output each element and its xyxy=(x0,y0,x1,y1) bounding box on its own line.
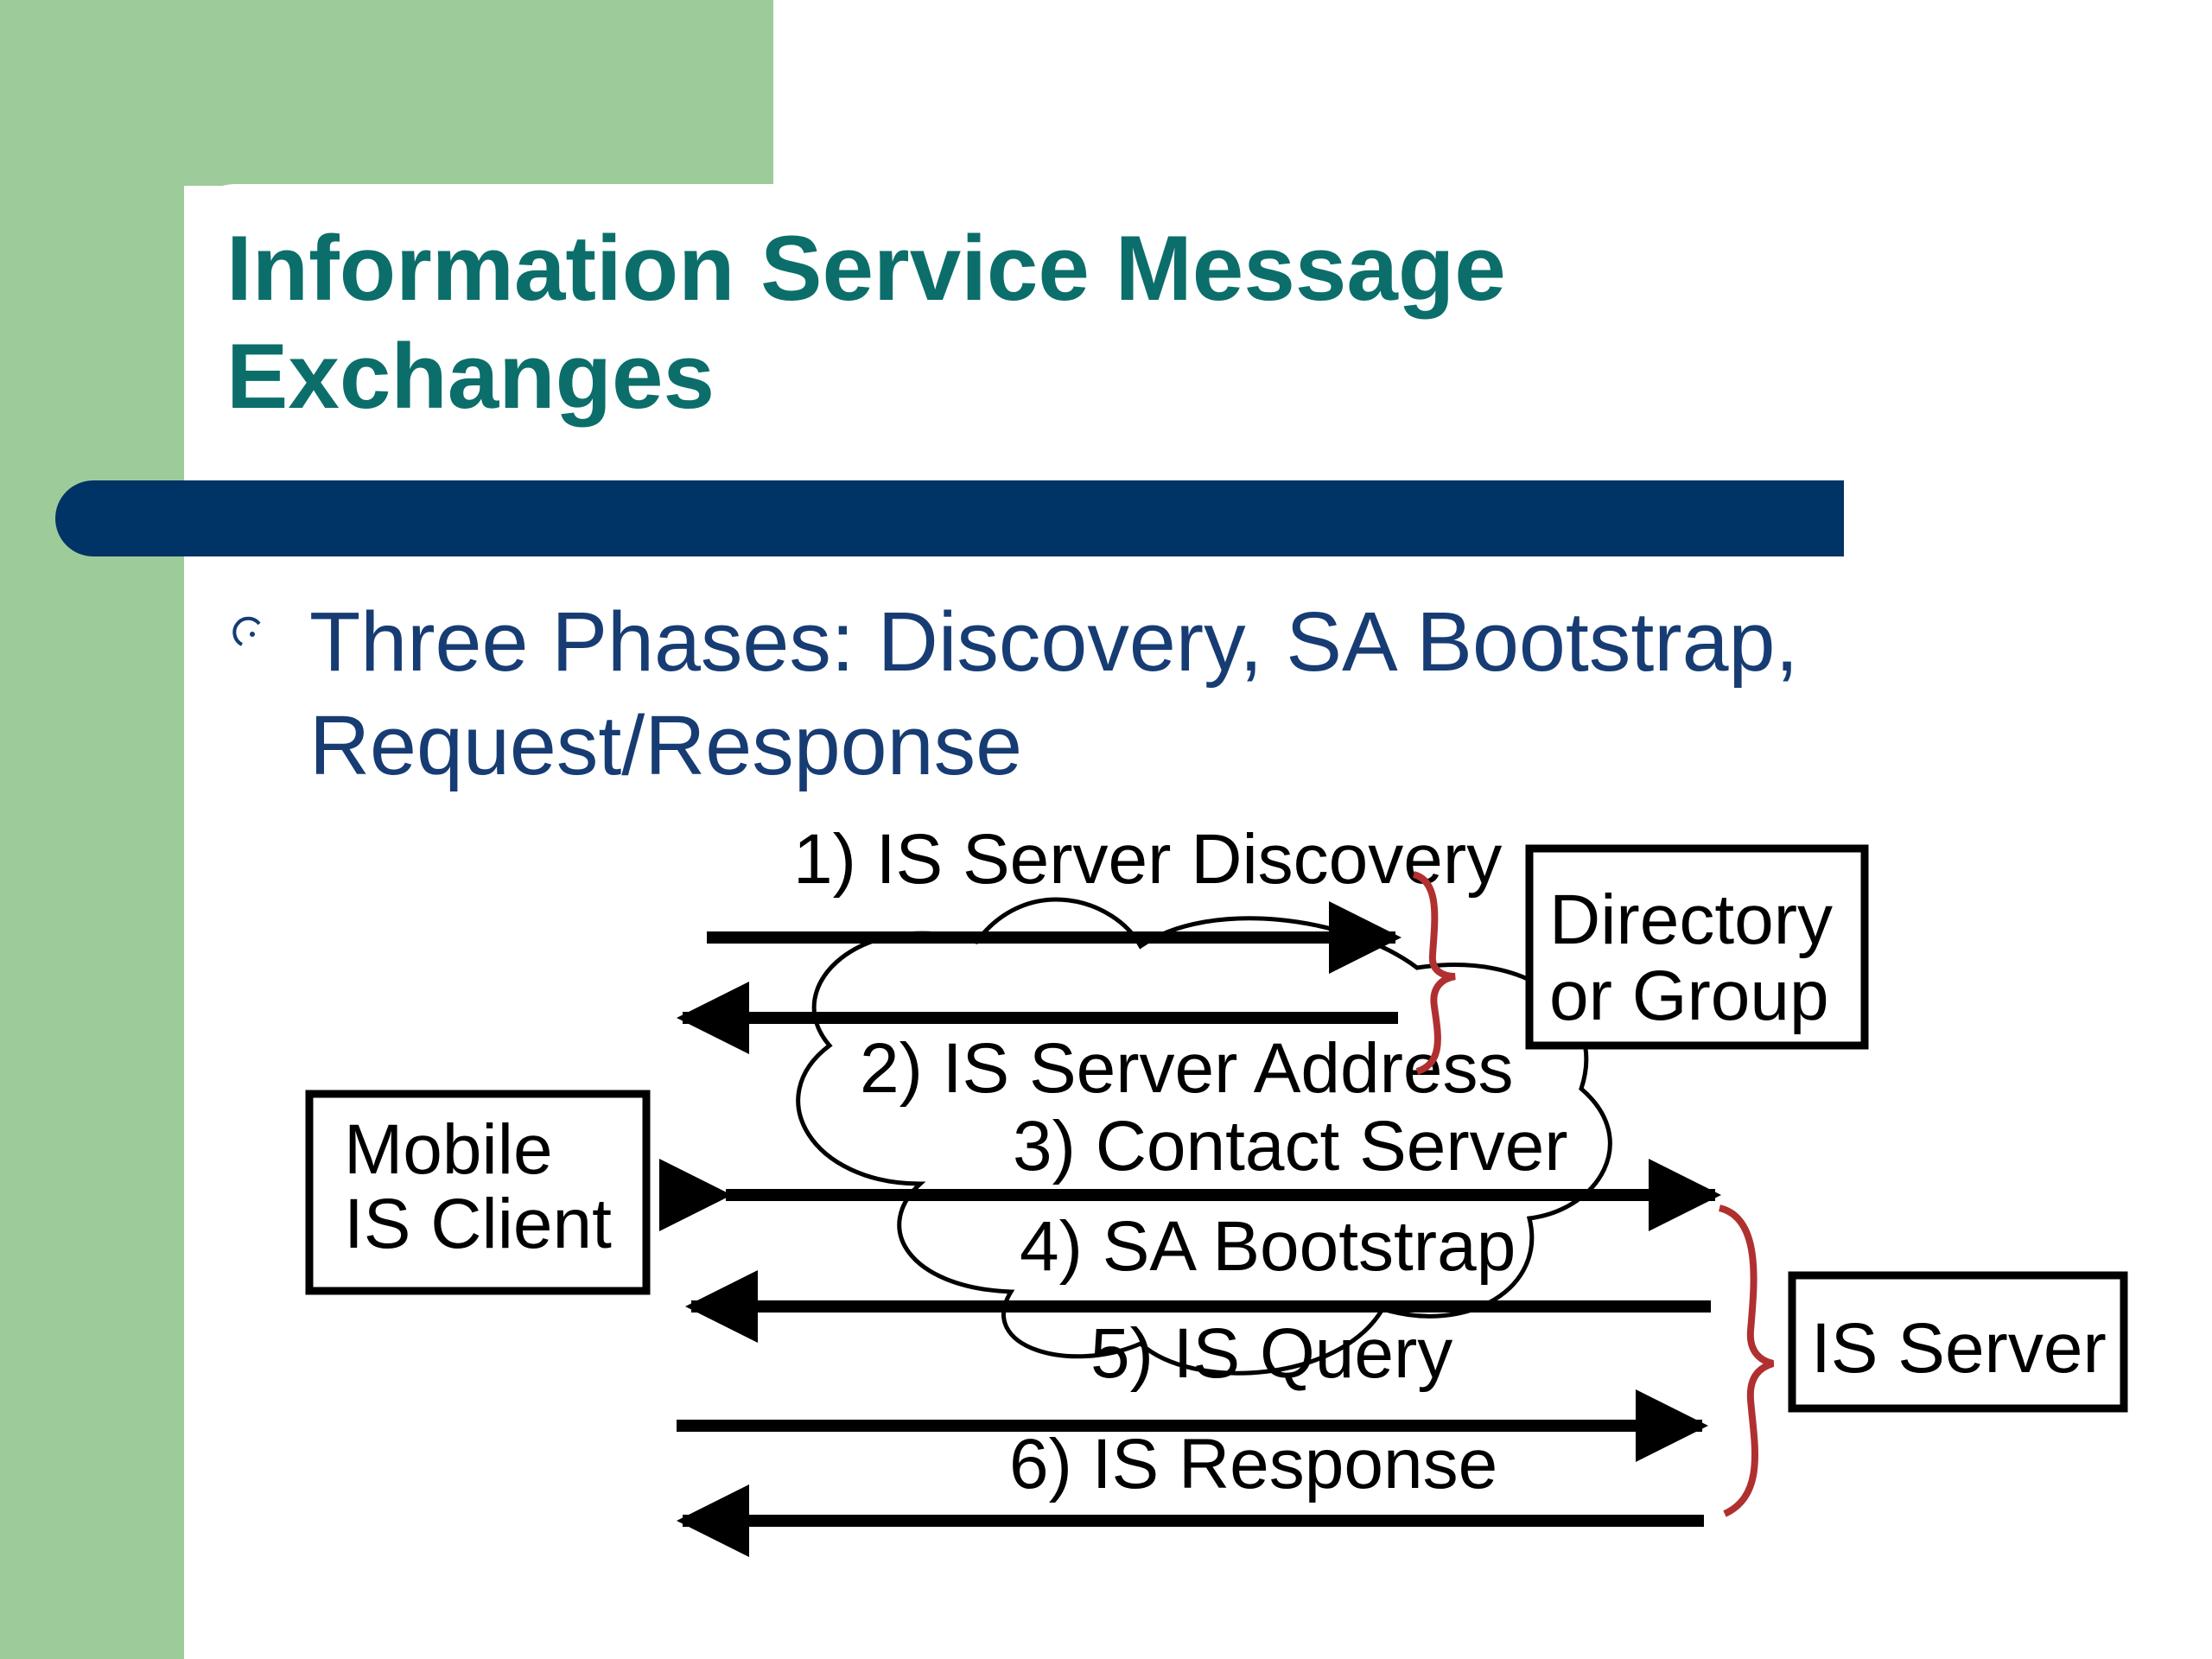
slide-title-line2: Exchanges xyxy=(226,324,715,428)
message-label-1: 1) IS Server Discovery xyxy=(793,820,1502,899)
green-top-block xyxy=(0,0,773,186)
bullet-icon xyxy=(232,616,261,646)
title-divider-bar xyxy=(55,480,1844,556)
discovery-brace-icon xyxy=(1412,871,1456,1075)
is-server-box xyxy=(1788,1271,2128,1413)
slide-title: Information Service Message Exchanges xyxy=(226,214,1868,430)
bullet-line1: Three Phases: Discovery, SA Bootstrap, xyxy=(309,594,1799,689)
directory-label-line1: Directory xyxy=(1549,880,1833,959)
green-sidebar xyxy=(0,0,184,1659)
directory-label-line2: or Group xyxy=(1549,957,1829,1035)
directory-box xyxy=(1525,844,1869,1050)
message-label-4: 4) SA Bootstrap xyxy=(1020,1207,1516,1286)
slide-title-line1: Information Service Message xyxy=(226,216,1506,320)
mobile-client-label-line1: Mobile xyxy=(344,1110,553,1189)
mobile-client-box xyxy=(305,1090,651,1295)
mobile-client-label-line2: IS Client xyxy=(344,1185,612,1263)
message-label-5: 5) IS Query xyxy=(1090,1314,1452,1393)
message-label-3: 3) Contact Server xyxy=(1013,1107,1568,1185)
bullet-text: Three Phases: Discovery, SA Bootstrap, R… xyxy=(309,590,1951,798)
message-label-6: 6) IS Response xyxy=(1009,1425,1497,1503)
session-brace-icon xyxy=(1718,1205,1775,1517)
bullet-line2: Request/Response xyxy=(309,698,1023,792)
message-label-2: 2) IS Server Address xyxy=(860,1029,1514,1108)
is-server-label: IS Server xyxy=(1811,1309,2107,1388)
network-cloud-icon xyxy=(796,897,1612,1376)
